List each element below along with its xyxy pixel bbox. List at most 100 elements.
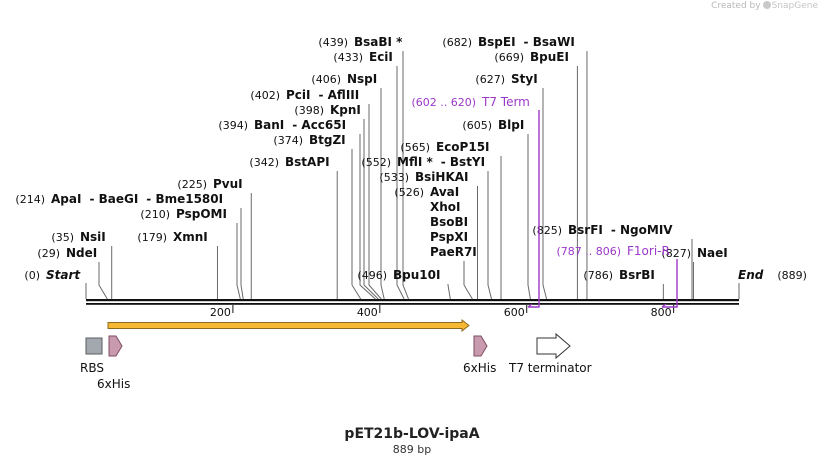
enzyme-nspi-cut-line	[380, 88, 385, 300]
enzyme-xmni-name: XmnI	[173, 230, 208, 244]
primer-f1ori-r-arrow-tip	[661, 303, 667, 308]
enzyme-ecii-position: (433)	[333, 51, 363, 64]
primer-f1ori-r-range: (787 .. 806)	[556, 245, 621, 258]
enzyme-avai-position: (526)	[394, 186, 424, 199]
enzyme-bspei-alt-bsawi: - BsaWI	[524, 35, 575, 49]
primer-t7-term: (602 .. 620)T7 Term	[411, 95, 540, 308]
enzyme-bsabi-cut-line	[402, 51, 409, 300]
enzyme-mfli-cut-line	[487, 171, 492, 300]
enzyme-nspi-name: NspI	[347, 72, 377, 86]
enzyme-ecop15i-name: EcoP15I	[436, 140, 490, 154]
enzyme-bsrfi: BsrFI(825)- NgoMIV	[532, 223, 693, 299]
enzyme-apai-alt-bme1580i: - Bme1580I	[146, 192, 223, 206]
enzyme-apai-cut-line	[240, 208, 244, 300]
enzyme-bstapi: BstAPI(342)	[249, 155, 338, 299]
enzyme-bpu10i-cut-line	[447, 284, 451, 300]
enzyme-bsabi: BsaBI *(439)	[318, 35, 409, 300]
enzyme-pvui-name: PvuI	[213, 177, 243, 191]
enzyme-pvui-position: (225)	[177, 178, 207, 191]
enzyme-btgzi-name: BtgZI	[309, 133, 346, 147]
enzyme-pcii-cut-line	[368, 104, 382, 300]
enzyme-start-name: Start	[46, 268, 81, 282]
enzyme-bani-cut-line	[359, 134, 376, 300]
enzyme-xmni-position: (179)	[137, 231, 167, 244]
feature-6xhis-n	[108, 335, 123, 357]
enzyme-apai: ApaI(214)- BaeGI- Bme1580I	[15, 192, 244, 300]
enzyme-bsrbi-name: BsrBI	[619, 268, 655, 282]
enzyme-ndei-cut-line	[98, 262, 108, 300]
scale-tick-label: 800	[651, 306, 672, 319]
enzyme-avai-name: AvaI	[430, 185, 459, 199]
enzyme-xmni: XmnI (179)	[137, 230, 218, 299]
enzyme-bsabi-position: (439)	[318, 36, 348, 49]
enzyme-paer7i-name: PaeR7I	[430, 245, 477, 259]
enzyme-mfli-position: (552)	[361, 156, 391, 169]
enzyme-avai-cut-line	[463, 261, 473, 300]
enzyme-bani-name: BanI	[254, 118, 284, 132]
enzyme-bsrfi-name: BsrFI	[568, 223, 603, 237]
enzyme-ndei-position: (29)	[37, 247, 60, 260]
scale-tick-label: 400	[357, 306, 378, 319]
enzyme-bspei: BspEI (682) - BsaWI	[442, 35, 588, 299]
enzyme-pspomi: PspOMI(210)	[140, 207, 241, 300]
enzyme-bpuei-position: (669)	[494, 51, 524, 64]
enzyme-bspei-name: BspEI	[478, 35, 516, 49]
enzyme-nsii-position: (35)	[51, 231, 74, 244]
enzyme-styi-position: (627)	[475, 73, 505, 86]
enzyme-btgzi-cut-line	[351, 149, 362, 300]
enzyme-blpi-position: (605)	[462, 119, 492, 132]
enzyme-mfli-alt-bstyi: - BstYI	[441, 155, 485, 169]
enzyme-bsihkai: BsiHKAI(533)	[379, 170, 479, 299]
enzyme-blpi-cut-line	[527, 134, 531, 300]
enzyme-naei: NaeI(827)	[661, 246, 728, 299]
credit-prefix: Created by	[711, 1, 761, 11]
enzyme-ndei-name: NdeI	[66, 246, 97, 260]
enzyme-nspi-position: (406)	[311, 73, 341, 86]
enzyme-btgzi: BtgZI(374)	[273, 133, 362, 300]
enzyme-mfli: MflI *(552)- BstYI	[361, 155, 492, 300]
enzyme-end-position: (889)	[777, 269, 807, 282]
feature-6xhis-c-label: 6xHis	[463, 361, 496, 375]
enzyme-start-position: (0)	[24, 269, 40, 282]
enzyme-ecii-cut-line	[396, 66, 405, 300]
enzyme-kpni-cut-line	[363, 119, 379, 300]
enzyme-bpu10i: Bpu10I (496)	[357, 268, 451, 300]
enzyme-apai-name: ApaI	[51, 192, 81, 206]
primer-f1ori-r-name: F1ori-R	[627, 244, 670, 258]
primer-t7-term-binding-arrow	[528, 110, 540, 308]
plasmid-name: pET21b-LOV-ipaA	[344, 426, 480, 442]
enzyme-kpni: KpnI(398)	[294, 103, 379, 300]
scale-tick-label: 600	[504, 306, 525, 319]
enzyme-bani: BanI(394)- Acc65I	[218, 118, 376, 300]
enzyme-ecii-name: EciI	[369, 50, 393, 64]
enzyme-styi: StyI (627)	[475, 72, 548, 300]
enzyme-bsrfi-alt-ngomiv: - NgoMIV	[611, 223, 673, 237]
enzyme-ecop15i: EcoP15I (565)	[400, 140, 502, 299]
enzyme-bpu10i-position: (496)	[357, 269, 387, 282]
enzyme-styi-name: StyI	[511, 72, 538, 86]
enzyme-ecop15i-position: (565)	[400, 141, 430, 154]
primer-f1ori-r: (787 .. 806) F1ori-R	[556, 244, 678, 308]
snapgene-logo-icon	[762, 1, 771, 9]
enzyme-nspi: NspI (406)	[311, 72, 385, 300]
enzyme-bspei-position: (682)	[442, 36, 472, 49]
enzyme-bpuei: BpuEI(669)	[494, 50, 578, 299]
enzyme-bsihkai-position: (533)	[379, 171, 409, 184]
enzyme-pvui: PvuI (225)	[177, 177, 252, 299]
enzyme-end: End(889)	[738, 268, 807, 299]
enzyme-nsii-name: NsiI	[80, 230, 106, 244]
enzyme-pspomi-position: (210)	[140, 208, 170, 221]
enzyme-pspxi-name: PspXI	[430, 230, 468, 244]
enzyme-bpu10i-name: Bpu10I	[393, 268, 440, 282]
enzyme-bsrbi: BsrBI (786)	[583, 268, 664, 299]
primer-t7-term-arrow-tip	[527, 303, 533, 308]
enzyme-pcii-position: (402)	[250, 89, 280, 102]
enzyme-nsii: NsiI (35)	[51, 230, 113, 299]
enzyme-pcii-alt-afliii: - AflIII	[318, 88, 359, 102]
backbone-strand-top	[86, 299, 739, 302]
enzyme-bsrbi-position: (786)	[583, 269, 613, 282]
enzyme-pcii-name: PciI	[286, 88, 311, 102]
